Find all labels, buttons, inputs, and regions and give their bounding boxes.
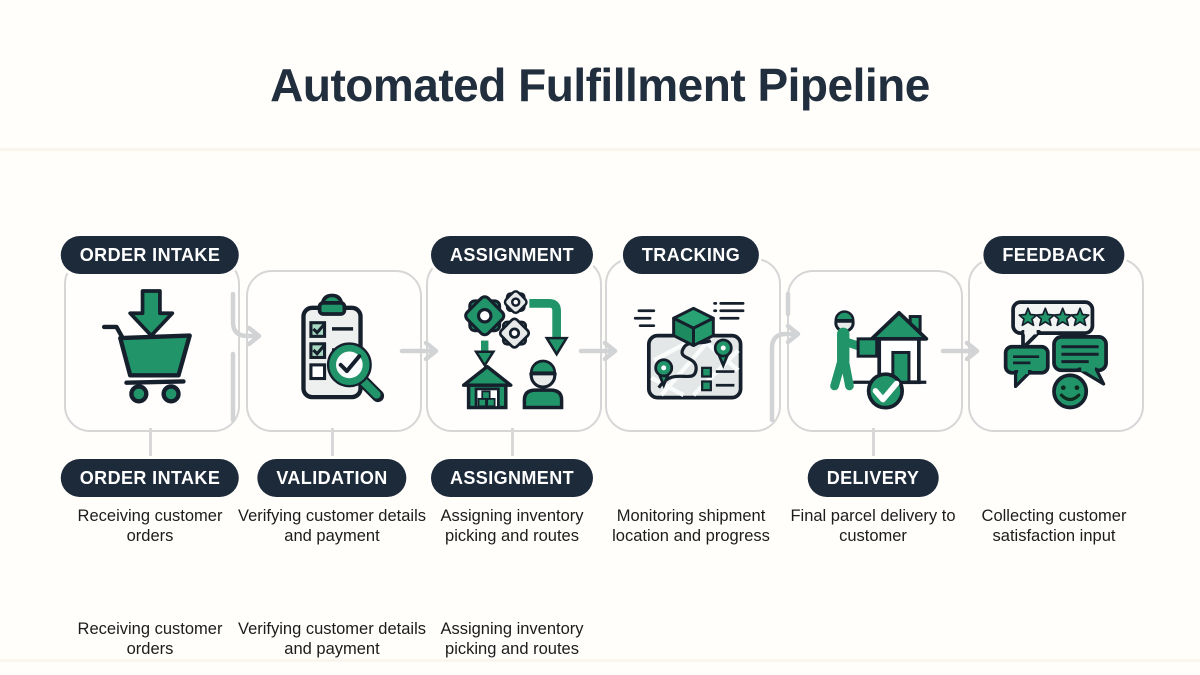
stage-description-order-intake: Receiving customer orders [77, 507, 223, 545]
divider-line-bottom [0, 659, 1200, 662]
footer-description-validation: Verifying customer details and payment [237, 620, 426, 658]
stage-bottom-label-validation: VALIDATION [257, 459, 407, 497]
stage-top-label-feedback: FEEDBACK [983, 236, 1125, 274]
map-route-pins-package-icon [629, 286, 753, 415]
connector-arrow-4 [769, 292, 801, 422]
connector-arrow-5 [940, 340, 980, 362]
stage-description-delivery: Final parcel delivery to customer [790, 507, 956, 545]
stub-line-order-intake [149, 428, 152, 461]
gears-warehouse-worker-icon [450, 286, 574, 415]
courier-house-check-icon [811, 288, 935, 417]
stage-top-label-order-intake: ORDER INTAKE [60, 236, 240, 274]
stage-description-validation: Verifying customer details and payment [237, 507, 426, 545]
footer-description-order-intake: Receiving customer orders [77, 620, 223, 658]
stub-line-delivery [872, 428, 875, 461]
footer-description-assignment: Assigning inventory picking and routes [440, 620, 584, 658]
cart-download-icon [88, 286, 212, 415]
stage-top-label-tracking: TRACKING [622, 236, 760, 274]
divider-line-top [0, 148, 1200, 151]
stage-bottom-label-assignment: ASSIGNMENT [430, 459, 594, 497]
stage-bottom-label-order-intake: ORDER INTAKE [60, 459, 240, 497]
connector-arrow-2 [399, 340, 439, 362]
connector-arrow-3 [578, 340, 618, 362]
stage-description-assignment: Assigning inventory picking and routes [440, 507, 584, 545]
page-title: Automated Fulfillment Pipeline [270, 59, 930, 111]
review-bubbles-smiley-icon [992, 286, 1116, 415]
stage-description-tracking: Monitoring shipment location and progres… [612, 507, 770, 545]
stub-line-assignment [511, 428, 514, 461]
connector-arrow-1 [230, 292, 262, 422]
clipboard-check-magnifier-icon [270, 288, 394, 417]
stage-description-feedback: Collecting customer satisfaction input [981, 507, 1127, 545]
stub-line-validation [331, 428, 334, 461]
stage-bottom-label-delivery: DELIVERY [807, 459, 939, 497]
stage-top-label-assignment: ASSIGNMENT [430, 236, 594, 274]
